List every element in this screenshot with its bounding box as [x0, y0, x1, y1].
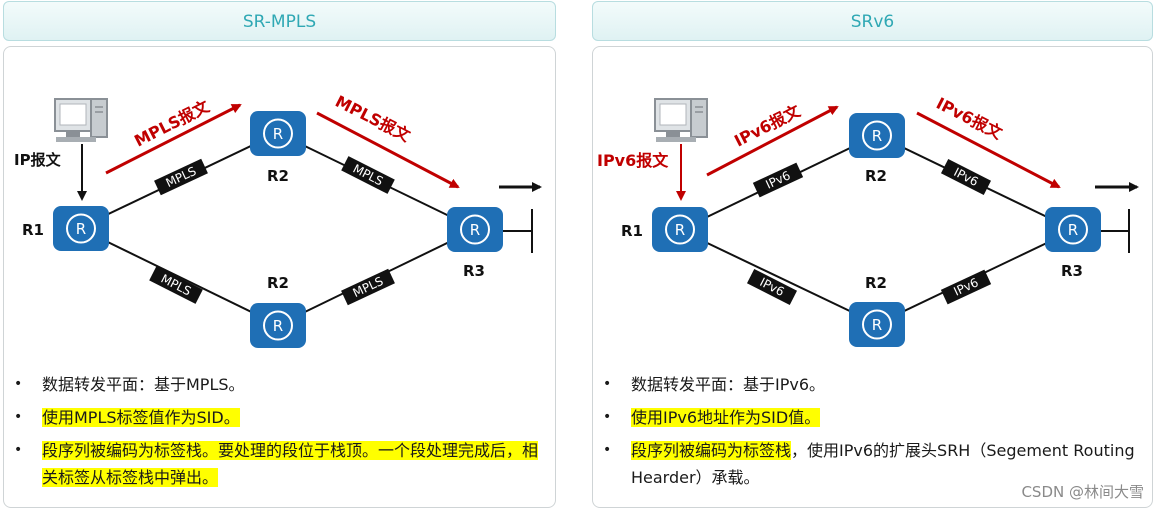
- link-label: MPLS: [351, 162, 386, 189]
- bullet-item: 段序列被编码为标签栈，使用IPv6的扩展头SRH（Segement Routin…: [601, 437, 1141, 491]
- flow-arrow-2: [316, 111, 460, 189]
- link-r2-bottom-r3: MPLS: [277, 228, 477, 326]
- flow-label-2: MPLS报文: [332, 92, 414, 146]
- router-r2-bottom-icon: R: [250, 303, 306, 348]
- router-r1-icon: R: [652, 207, 708, 252]
- source-packet-label: IP报文: [14, 151, 62, 169]
- router-r3-icon: R: [447, 207, 503, 252]
- flow-arrow-2: [916, 111, 1061, 189]
- router-r2-top-icon: R: [250, 111, 306, 156]
- sr-mpls-title: SR-MPLS: [242, 12, 317, 32]
- link-r2-top-r3: IPv6: [876, 134, 1075, 231]
- srv6-title: SRv6: [850, 12, 895, 32]
- router-label-r3: R3: [1061, 262, 1083, 280]
- highlighted-text: 段序列被编码为标签栈: [631, 441, 792, 460]
- source-packet-label: IPv6报文: [597, 151, 669, 170]
- bullet-item: 数据转发平面：基于MPLS。: [12, 371, 542, 398]
- watermark: CSDN @林间大雪: [1021, 483, 1144, 501]
- bullet-text-partial-highlight: 段序列被编码为标签栈，使用IPv6的扩展头SRH（Segement Routin…: [631, 441, 1135, 487]
- flow-arrow-1: [706, 105, 839, 177]
- svg-text:R: R: [273, 125, 283, 143]
- bullet-text: 使用MPLS标签值作为SID。: [42, 408, 240, 427]
- svg-text:R: R: [470, 221, 480, 239]
- link-r1-r2-bottom: IPv6: [679, 229, 878, 325]
- router-label-r1: R1: [22, 221, 44, 239]
- bullet-text: 段序列被编码为标签栈。要处理的段位于栈顶。一个段处理完成后，相关标签从标签栈中弹…: [42, 441, 539, 487]
- computer-icon: [54, 98, 108, 142]
- link-label: MPLS: [164, 164, 199, 190]
- router-r2-bottom-icon: R: [849, 302, 905, 347]
- bullet-text: 使用IPv6地址作为SID值。: [631, 408, 821, 427]
- srv6-header: SRv6: [592, 1, 1153, 41]
- computer-icon: [654, 98, 708, 142]
- srv6-diagram: IPv6 IPv6 IPv6 IPv6: [597, 94, 1139, 347]
- svg-text:R: R: [872, 316, 882, 334]
- router-r2-top-icon: R: [849, 113, 905, 158]
- bullet-item: 使用IPv6地址作为SID值。: [601, 404, 1141, 431]
- sr-mpls-panel: MPLS MPLS MPLS MPLS: [3, 46, 556, 508]
- link-label: MPLS: [351, 274, 386, 300]
- router-r1-icon: R: [53, 206, 109, 251]
- bullet-text: 数据转发平面：基于IPv6。: [631, 375, 826, 394]
- router-label-r2-bottom: R2: [267, 274, 289, 292]
- router-label-r1: R1: [621, 222, 643, 240]
- svg-text:R: R: [273, 317, 283, 335]
- link-r1-r2-top: IPv6: [679, 134, 878, 231]
- svg-text:R: R: [76, 220, 86, 238]
- bullet-item: 数据转发平面：基于IPv6。: [601, 371, 1141, 398]
- bullet-item: 段序列被编码为标签栈。要处理的段位于栈顶。一个段处理完成后，相关标签从标签栈中弹…: [12, 437, 542, 491]
- router-label-r2-top: R2: [267, 167, 289, 185]
- svg-text:R: R: [872, 127, 882, 145]
- router-label-r3: R3: [463, 262, 485, 280]
- flow-label-2: IPv6报文: [933, 94, 1006, 144]
- srv6-panel: IPv6 IPv6 IPv6 IPv6: [592, 46, 1153, 508]
- router-r3-icon: R: [1045, 207, 1101, 252]
- router-label-r2-bottom: R2: [865, 274, 887, 292]
- svg-text:R: R: [1068, 221, 1078, 239]
- router-label-r2-top: R2: [865, 167, 887, 185]
- bullet-item: 使用MPLS标签值作为SID。: [12, 404, 542, 431]
- link-r2-bottom-r3: IPv6: [876, 229, 1075, 325]
- bullet-text: 数据转发平面：基于MPLS。: [42, 375, 245, 394]
- svg-text:R: R: [675, 221, 685, 239]
- sr-mpls-header: SR-MPLS: [3, 1, 556, 41]
- flow-arrow-1: [105, 103, 242, 175]
- srv6-bullet-list: 数据转发平面：基于IPv6。 使用IPv6地址作为SID值。 段序列被编码为标签…: [601, 371, 1141, 497]
- sr-mpls-bullet-list: 数据转发平面：基于MPLS。 使用MPLS标签值作为SID。 段序列被编码为标签…: [12, 371, 542, 497]
- sr-mpls-diagram: MPLS MPLS MPLS MPLS: [14, 92, 542, 348]
